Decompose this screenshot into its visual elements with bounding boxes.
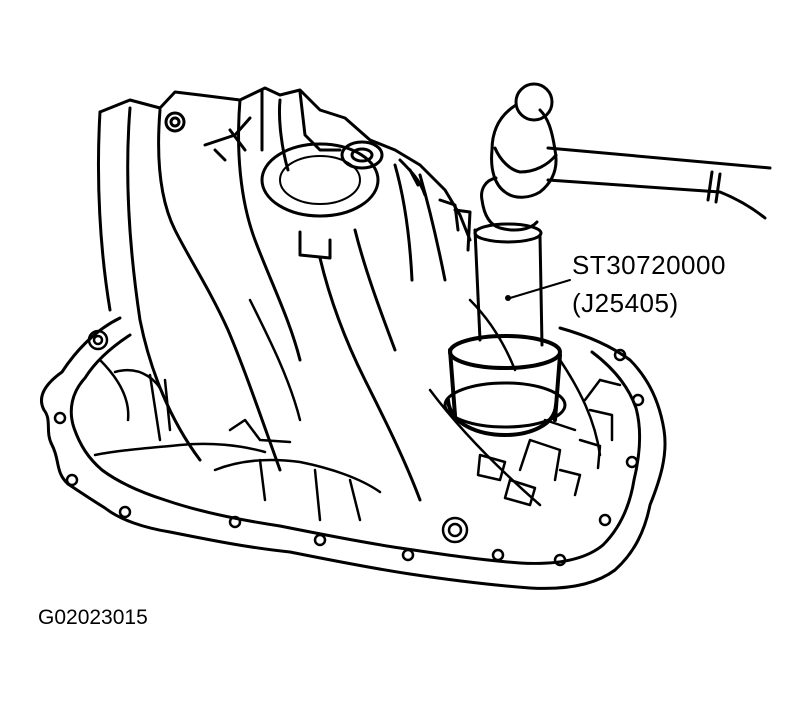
callout-leader (509, 279, 571, 299)
figure-code: G02023015 (38, 606, 148, 629)
hammer (480, 82, 772, 232)
tool-number-label: ST30720000 (572, 250, 726, 280)
case-ribs (93, 298, 517, 522)
drift-tool (443, 222, 571, 437)
tool-alt-number-label: (J25405) (572, 288, 679, 318)
bell-housing (428, 358, 622, 507)
case-body (96, 86, 472, 502)
case-flange (39, 316, 667, 590)
callout-dot (505, 295, 511, 301)
flange-bolt-holes (53, 329, 645, 567)
